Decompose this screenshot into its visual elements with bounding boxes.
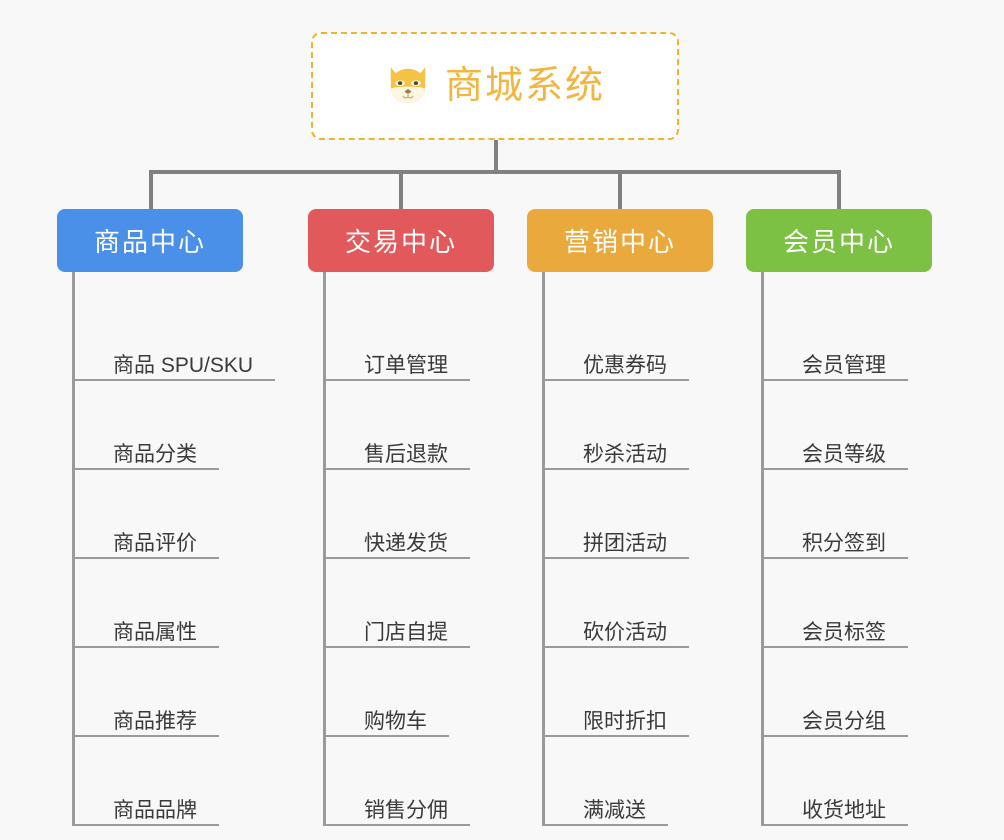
leaf-item[interactable]: 会员等级 [764,442,908,470]
category-label: 商品中心 [93,227,206,257]
leaf-item[interactable]: 收货地址 [764,798,908,826]
leaf-item-label: 订单管理 [364,353,448,377]
leaf-item-label: 会员标签 [802,620,886,644]
leaf-item[interactable]: 商品 SPU/SKU [75,353,276,381]
leaf-item[interactable]: 拼团活动 [545,531,689,559]
category-label: 营销中心 [563,227,676,257]
leaf-item-label: 商品评价 [113,531,197,555]
leaf-item[interactable]: 会员分组 [764,709,908,737]
leaf-item[interactable]: 商品推荐 [75,709,219,737]
category-label: 会员中心 [782,227,895,257]
category-box-trade-center[interactable]: 交易中心 [308,209,494,272]
leaf-item[interactable]: 限时折扣 [545,709,689,737]
leaf-item-label: 砍价活动 [583,620,667,644]
leaf-item-label: 秒杀活动 [583,442,667,466]
leaf-item[interactable]: 商品属性 [75,620,219,648]
connector-drop-marketing-center [618,170,622,212]
connector-root-stem [494,140,498,172]
leaf-item-label: 商品分类 [113,442,197,466]
leaf-item[interactable]: 销售分佣 [326,798,470,826]
leaf-item[interactable]: 购物车 [326,709,449,737]
leaf-item-label: 售后退款 [364,442,448,466]
leaf-item[interactable]: 秒杀活动 [545,442,689,470]
leaf-item-label: 优惠券码 [583,353,667,377]
leaf-item-label: 满减送 [583,798,646,822]
leaf-item-label: 收货地址 [802,798,886,822]
leaf-item[interactable]: 快递发货 [326,531,470,559]
leaf-item[interactable]: 商品分类 [75,442,219,470]
leaf-item[interactable]: 优惠券码 [545,353,689,381]
leaf-item-label: 拼团活动 [583,531,667,555]
leaf-item-label: 快递发货 [364,531,448,555]
leaf-item-label: 商品 SPU/SKU [113,353,254,377]
leaf-item[interactable]: 会员管理 [764,353,908,381]
leaf-item-label: 商品品牌 [113,798,197,822]
leaf-item-label: 销售分佣 [364,798,448,822]
leaf-item-label: 积分签到 [802,531,886,555]
leaf-spine [761,272,764,826]
leaf-item[interactable]: 订单管理 [326,353,470,381]
category-box-product-center[interactable]: 商品中心 [57,209,243,272]
leaf-item-label: 限时折扣 [583,709,667,733]
leaf-item[interactable]: 积分签到 [764,531,908,559]
connector-horizontal-bus [149,170,839,174]
leaf-item-label: 会员管理 [802,353,886,377]
category-box-marketing-center[interactable]: 营销中心 [527,209,713,272]
shiba-dog-face-icon [390,67,426,104]
leaf-item-label: 会员分组 [802,709,886,733]
root-title: 商城系统 [444,65,605,107]
connector-drop-member-center [837,170,841,212]
leaf-item[interactable]: 商品品牌 [75,798,219,826]
leaf-item-label: 会员等级 [802,442,886,466]
leaf-item[interactable]: 商品评价 [75,531,219,559]
root-node[interactable]: 商城系统 [311,32,679,140]
leaf-item-label: 商品推荐 [113,709,197,733]
connector-drop-trade-center [399,170,403,212]
leaf-item[interactable]: 满减送 [545,798,668,826]
leaf-item-label: 门店自提 [364,620,448,644]
leaf-item-label: 购物车 [364,709,427,733]
leaf-spine [542,272,545,826]
connector-drop-product-center [149,170,153,212]
leaf-spine [323,272,326,826]
leaf-item[interactable]: 砍价活动 [545,620,689,648]
category-label: 交易中心 [344,227,457,257]
leaf-item-label: 商品属性 [113,620,197,644]
leaf-spine [72,272,75,826]
category-box-member-center[interactable]: 会员中心 [746,209,932,272]
leaf-item[interactable]: 门店自提 [326,620,470,648]
leaf-item[interactable]: 售后退款 [326,442,470,470]
leaf-item[interactable]: 会员标签 [764,620,908,648]
